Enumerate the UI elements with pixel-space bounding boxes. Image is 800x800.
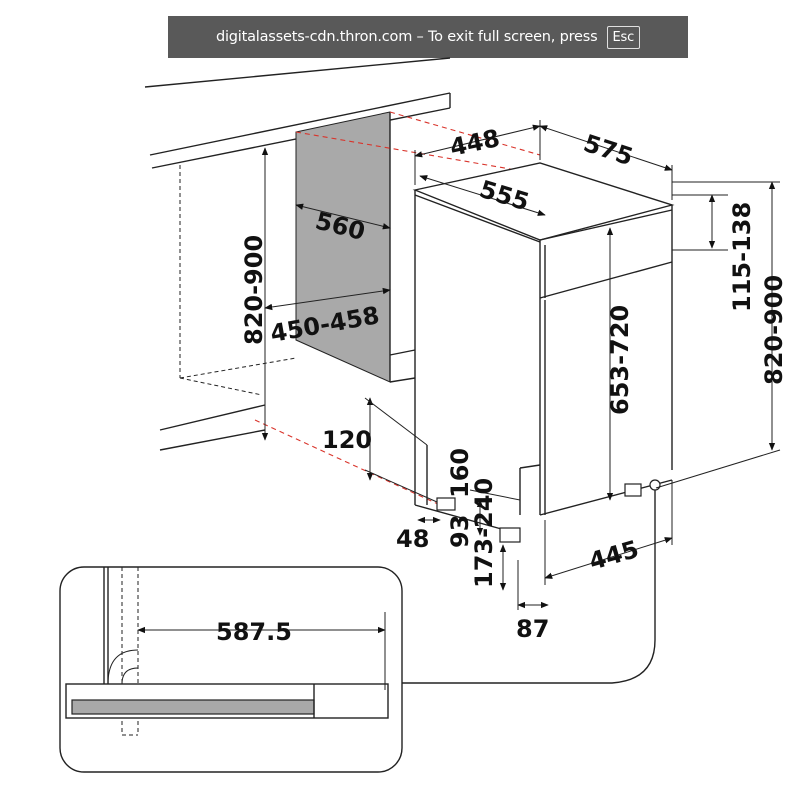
dim-575: 575 xyxy=(580,129,636,171)
door-panel-grey xyxy=(71,699,315,715)
dim-587-5: 587.5 xyxy=(216,618,292,646)
dim-93: 93 xyxy=(446,515,474,548)
detail-leader-line xyxy=(402,490,656,684)
door-swing-arc xyxy=(107,649,139,685)
foot-left xyxy=(436,497,456,511)
hinge-detail-inset xyxy=(59,566,403,773)
esc-key-hint[interactable]: Esc xyxy=(606,25,641,49)
dim-653-720: 653-720 xyxy=(606,305,634,415)
foot-right xyxy=(624,483,642,497)
dim-120: 120 xyxy=(322,426,372,454)
niche-outline xyxy=(179,165,297,396)
dim-160: 160 xyxy=(446,448,474,498)
dimension-labels: 448 575 555 560 820-900 450-458 115-138 … xyxy=(216,124,788,646)
adjustment-screw-icon xyxy=(649,479,661,491)
fullscreen-banner: digitalassets-cdn.thron.com – To exit fu… xyxy=(168,16,688,58)
foot-front xyxy=(499,527,521,543)
cabinet-side-panel xyxy=(295,111,416,383)
dim-115-138: 115-138 xyxy=(728,202,756,312)
cabinet-side-fill xyxy=(295,111,391,383)
dim-173-240: 173-240 xyxy=(470,478,498,588)
dim-87: 87 xyxy=(516,615,549,643)
dim-820-900-left: 820-900 xyxy=(240,235,268,345)
dimension-lines xyxy=(261,120,781,610)
dim-445: 445 xyxy=(586,535,642,576)
dim-48: 48 xyxy=(396,525,429,553)
dim-448: 448 xyxy=(447,124,502,162)
plinth-lines xyxy=(159,404,266,451)
dim-820-900-right: 820-900 xyxy=(760,275,788,385)
fullscreen-banner-text: digitalassets-cdn.thron.com – To exit fu… xyxy=(215,29,598,45)
